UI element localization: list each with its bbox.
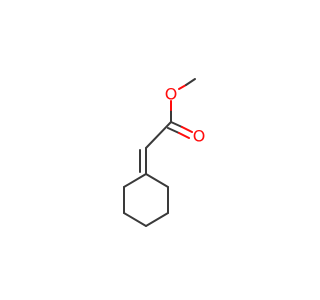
structure-canvas: O O [123, 78, 206, 227]
ring-bond [145, 212, 169, 227]
ester-oxygen-label: O [165, 85, 178, 104]
ring-bond [123, 212, 147, 227]
exocyclic-double-bond [139, 147, 147, 175]
carbonyl-oxygen-label: O [193, 127, 206, 146]
ring-bond [123, 173, 147, 188]
ring-bond [145, 173, 169, 188]
cyclohexane-ring [123, 173, 169, 227]
vinyl-to-carbonyl-bond [145, 121, 172, 149]
carbonyl-double-bond [167, 121, 193, 139]
molecule-drawing: O O [123, 78, 206, 227]
methoxy-bond [178, 78, 196, 90]
